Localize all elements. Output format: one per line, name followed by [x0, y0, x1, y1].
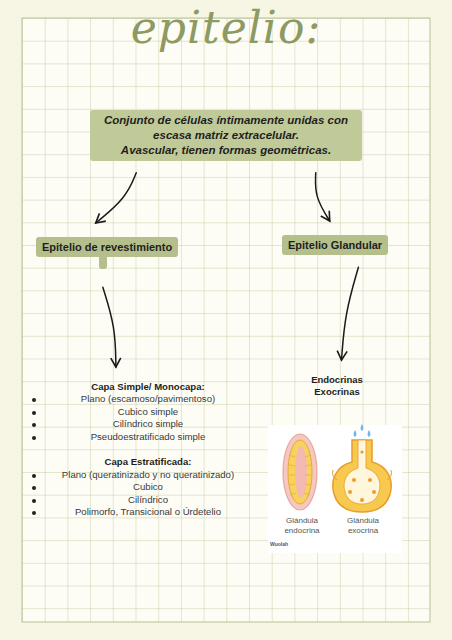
hand-drawn-arrow	[315, 173, 329, 221]
bullet-dot	[32, 436, 36, 440]
grid-border	[22, 18, 430, 622]
node-text: Endocrinas	[292, 374, 382, 386]
paper	[22, 18, 430, 622]
list-heading: Capa Estratificada:	[40, 456, 256, 468]
definition-box: Conjunto de células íntimamente unidas c…	[90, 110, 362, 161]
figure-caption: Glándula exocrina	[337, 516, 389, 535]
bullet-dot	[32, 511, 36, 515]
endocrine-gland	[283, 434, 317, 510]
hand-drawn-arrow	[103, 287, 116, 367]
bullet-dot	[32, 486, 36, 490]
exocrine-gland	[333, 424, 392, 512]
figure-caption: Glándula endocrina	[276, 516, 328, 535]
category-box: Epitelio de revestimiento	[36, 237, 178, 257]
list-heading: Capa Simple/ Monocapa:	[40, 381, 256, 393]
node-text: Exocrinas	[292, 386, 382, 398]
bullet-dot	[32, 423, 36, 427]
bullet-dot	[32, 411, 36, 415]
list-item: Cilíndrico	[40, 494, 256, 506]
watermark: Wuolah	[270, 541, 310, 547]
type-list: Capa Simple/ Monocapa:Plano (escamoso/pa…	[30, 381, 256, 519]
hand-drawn-arrow	[342, 267, 359, 360]
node-text: Epitelio de revestimiento	[42, 240, 172, 254]
list-item: Pseudoestratificado simple	[40, 431, 256, 443]
hand-drawn-arrow	[96, 173, 137, 223]
node-text: Epitelio Glandular	[288, 238, 382, 252]
page-title: epitelio:	[0, 2, 452, 53]
bullet-dot	[32, 474, 36, 478]
gland-type-list: EndocrinasExocrinas	[292, 374, 382, 399]
list-item: Polimorfo, Transicional o Úrdetelio	[40, 506, 256, 518]
illustration-ground	[268, 425, 402, 553]
grid-lines	[22, 18, 430, 622]
bullet-dot	[32, 499, 36, 503]
list-item: Plano (escamoso/pavimentoso)	[40, 393, 256, 405]
list-item: Plano (queratinizado y no queratinizado)	[40, 469, 256, 481]
list-item: Cubico simple	[40, 406, 256, 418]
node-text: Avascular, tienen formas geométricas.	[98, 143, 354, 158]
list-item: Cilíndrico simple	[40, 418, 256, 430]
bullet-dot	[32, 398, 36, 402]
list-item: Cubico	[40, 481, 256, 493]
category-box: Epitelio Glandular	[282, 235, 388, 255]
node-text: Conjunto de células íntimamente unidas c…	[98, 113, 354, 143]
